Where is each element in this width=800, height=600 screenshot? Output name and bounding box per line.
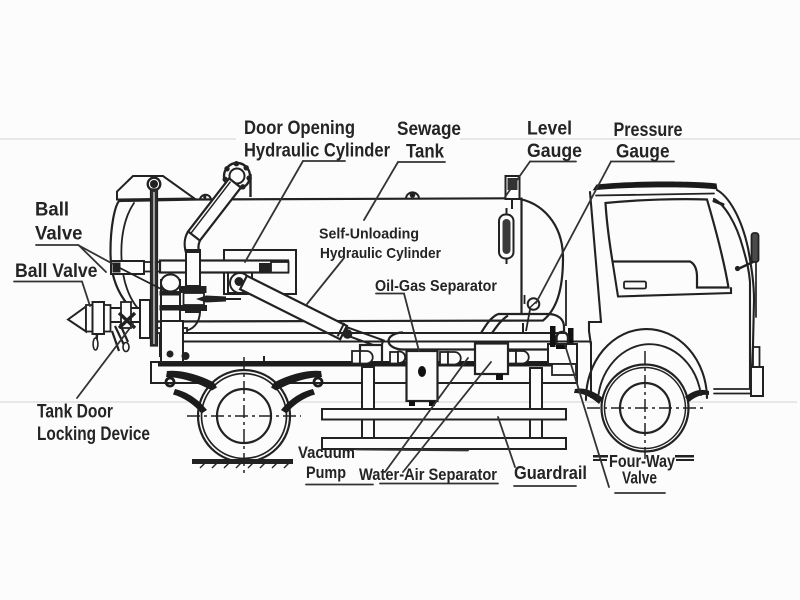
- svg-text:Gauge: Gauge: [616, 142, 670, 163]
- svg-text:Vacuum: Vacuum: [298, 444, 355, 462]
- svg-text:Door Opening: Door Opening: [244, 118, 355, 139]
- svg-text:Locking Device: Locking Device: [37, 424, 150, 445]
- svg-text:Valve: Valve: [622, 468, 657, 488]
- svg-text:Ball Valve: Ball Valve: [15, 261, 98, 282]
- svg-text:Water-Air Separator: Water-Air Separator: [359, 466, 498, 484]
- svg-text:Tank: Tank: [406, 142, 444, 163]
- svg-text:Hydraulic Cylinder: Hydraulic Cylinder: [244, 141, 391, 162]
- svg-text:Gauge: Gauge: [527, 141, 582, 162]
- svg-text:Valve: Valve: [35, 224, 83, 245]
- svg-text:Ball: Ball: [35, 200, 69, 221]
- svg-text:Sewage: Sewage: [397, 119, 461, 140]
- svg-text:Four-Way: Four-Way: [609, 451, 675, 471]
- svg-text:Oil-Gas Separator: Oil-Gas Separator: [375, 278, 497, 295]
- svg-text:Level: Level: [527, 119, 572, 140]
- svg-text:Guardrail: Guardrail: [514, 463, 587, 483]
- svg-text:Tank Door: Tank Door: [37, 402, 113, 423]
- svg-text:Pressure: Pressure: [614, 120, 683, 141]
- svg-text:Pump: Pump: [306, 464, 346, 482]
- svg-text:Hydraulic Cylinder: Hydraulic Cylinder: [320, 245, 441, 262]
- svg-text:Self-Unloading: Self-Unloading: [319, 226, 419, 243]
